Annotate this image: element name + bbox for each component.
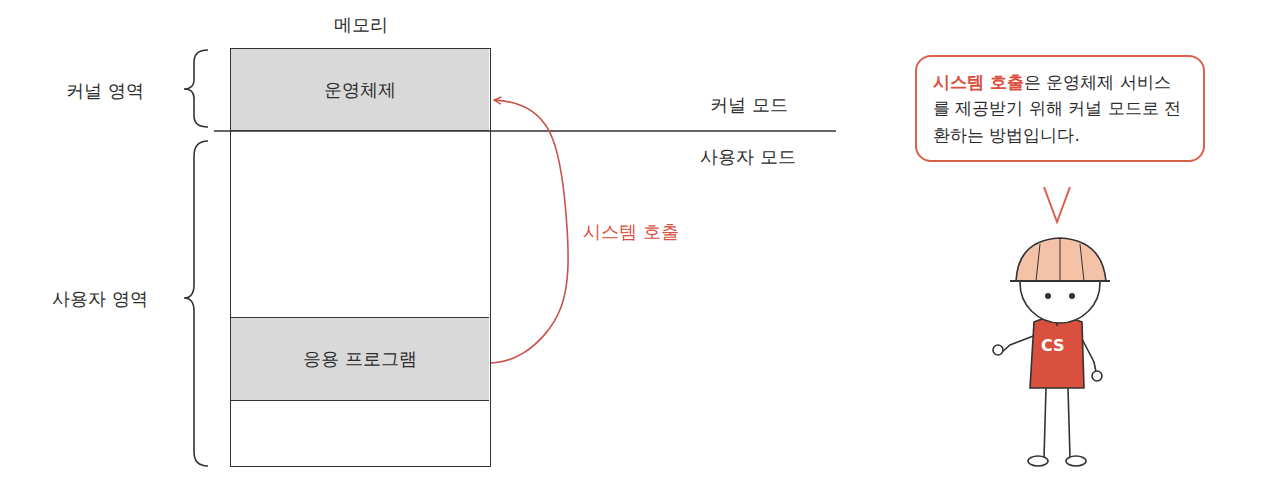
region-label: 커널 영역 xyxy=(66,79,144,102)
box-label: 운영체제 xyxy=(324,78,396,101)
os-box: 운영체제 xyxy=(231,49,489,131)
box-label: 응용 프로그램 xyxy=(303,347,417,370)
kernel-bracket xyxy=(184,50,208,127)
shirt-logo: CS xyxy=(1041,336,1065,357)
call-arrow xyxy=(491,100,568,363)
mode-label: 커널 모드 xyxy=(710,93,788,116)
edge-label: 시스템 호출 xyxy=(581,220,681,243)
character xyxy=(993,238,1110,466)
user-bracket xyxy=(184,141,208,466)
term-highlight: 시스템 호출 xyxy=(933,72,1024,92)
bubble-tail xyxy=(1044,187,1070,222)
mode-label: 사용자 모드 xyxy=(700,145,796,168)
app-box: 응용 프로그램 xyxy=(231,317,489,401)
bubble-text: 시스템 호출은 운영체제 서비스를 제공받기 위해 커널 모드로 전환하는 방법… xyxy=(933,69,1187,148)
speech-bubble: 시스템 호출은 운영체제 서비스를 제공받기 위해 커널 모드로 전환하는 방법… xyxy=(915,55,1205,162)
memory-box: 운영체제응용 프로그램메모리 xyxy=(230,48,491,467)
region-label: 사용자 영역 xyxy=(52,287,148,310)
memory-title: 메모리 xyxy=(231,13,490,36)
